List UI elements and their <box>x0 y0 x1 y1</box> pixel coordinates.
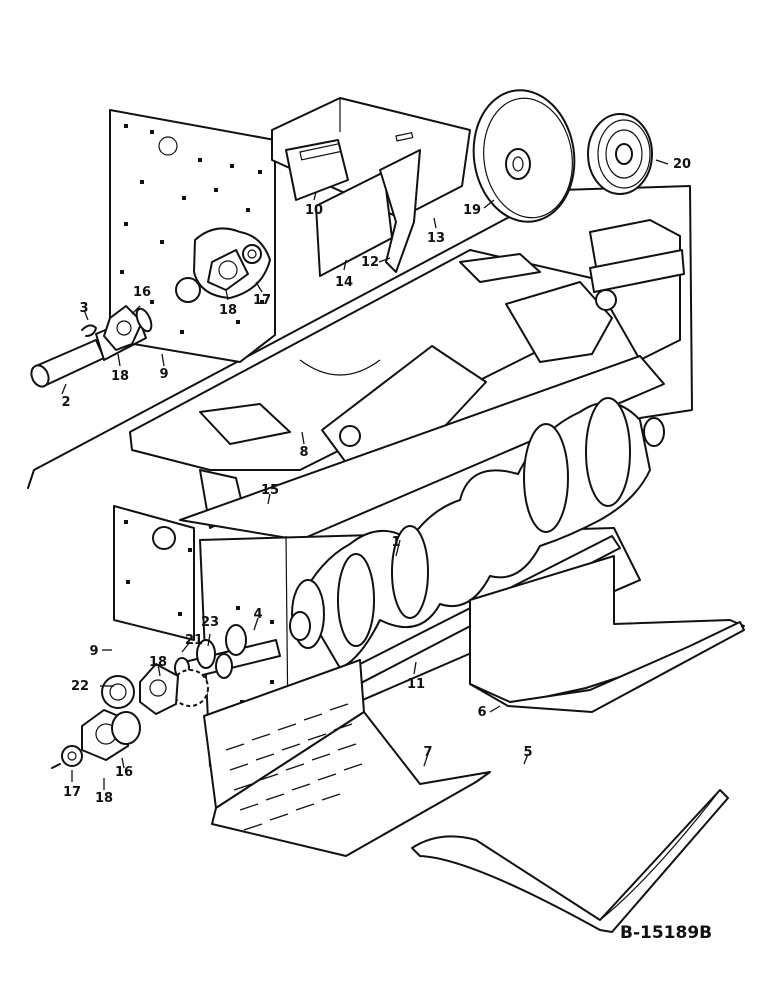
large-pulley <box>472 89 576 223</box>
label-part-21: 21 <box>185 633 203 648</box>
part-labels: 1 2 3 4 5 6 7 8 9 9 10 11 12 13 14 15 16… <box>61 157 691 806</box>
curved-pan <box>411 789 729 933</box>
label-part-10: 10 <box>305 203 323 218</box>
label-part-19: 19 <box>463 203 481 218</box>
label-part-6: 6 <box>477 705 486 720</box>
label-part-18-bottom: 18 <box>149 655 167 670</box>
label-part-17-bottom: 17 <box>63 785 81 800</box>
label-part-22: 22 <box>71 679 89 694</box>
label-part-18-top-b: 18 <box>219 303 237 318</box>
label-part-2: 2 <box>61 395 70 410</box>
label-part-8: 8 <box>299 445 308 460</box>
drive-bearing-stack <box>171 624 281 707</box>
slotted-grate <box>203 659 491 857</box>
drive-shaft-assembly <box>30 305 153 388</box>
label-part-17-top: 17 <box>253 293 271 308</box>
label-part-18-top: 18 <box>111 369 129 384</box>
label-part-23: 23 <box>201 615 219 630</box>
end-plate-top <box>109 109 276 363</box>
label-part-16-bottom: 16 <box>115 765 133 780</box>
label-part-9-bottom: 9 <box>89 644 98 659</box>
label-part-16-top: 16 <box>133 285 151 300</box>
label-part-15: 15 <box>261 483 279 498</box>
label-part-7: 7 <box>423 745 432 760</box>
label-part-12: 12 <box>361 255 379 270</box>
label-part-4: 4 <box>253 607 262 622</box>
label-part-20: 20 <box>673 157 691 172</box>
label-part-5: 5 <box>523 745 532 760</box>
label-part-1: 1 <box>391 535 400 550</box>
label-part-18-bottom-b: 18 <box>95 791 113 806</box>
label-part-9-top: 9 <box>159 367 168 382</box>
top-cover-assembly <box>271 97 471 277</box>
label-part-14: 14 <box>335 275 353 290</box>
small-pulley <box>587 113 653 195</box>
leader-lines <box>61 159 669 790</box>
label-part-11: 11 <box>407 677 425 692</box>
lower-bearing-assembly <box>51 663 179 769</box>
label-part-3: 3 <box>79 301 88 316</box>
drawing-code: B-15189B <box>620 923 712 943</box>
auger-flighting <box>289 397 665 669</box>
label-part-13: 13 <box>427 231 445 246</box>
